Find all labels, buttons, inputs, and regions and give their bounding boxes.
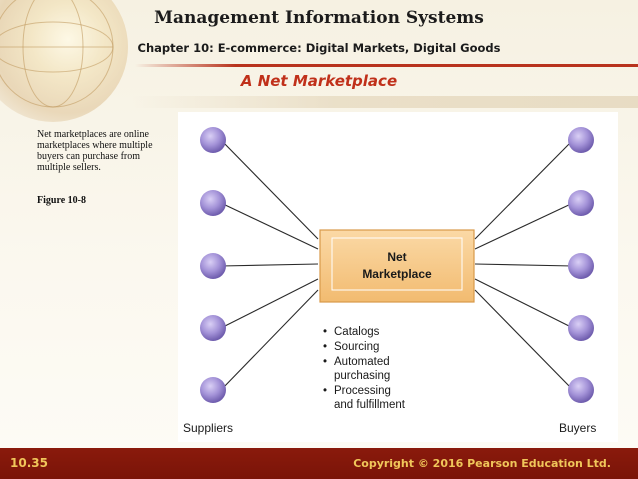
buyer-node <box>568 127 594 153</box>
buyers-label: Buyers <box>559 421 596 435</box>
bullet-dot: • <box>323 326 327 338</box>
connector-lines <box>220 139 574 391</box>
net-marketplace-diagram: Net Marketplace • Catalogs • Sourcing • … <box>183 127 596 435</box>
buyer-node <box>568 190 594 216</box>
supplier-node <box>200 315 226 341</box>
buyer-line-1 <box>474 139 574 240</box>
buyer-line-5 <box>474 289 574 391</box>
feature-item: Processing and fulfillment <box>334 385 406 411</box>
buyer-node <box>568 315 594 341</box>
feature-item-line: Automated <box>334 356 390 368</box>
bullet-dot: • <box>323 356 327 368</box>
feature-item-line: purchasing <box>334 370 390 382</box>
title-band <box>132 96 638 108</box>
copyright-notice: Copyright © 2016 Pearson Education Ltd. <box>353 457 611 470</box>
buyer-line-3 <box>474 263 574 267</box>
feature-item: Sourcing <box>334 341 379 353</box>
supplier-line-3 <box>220 263 319 267</box>
net-marketplace-box: Net Marketplace <box>319 229 475 303</box>
supplier-node <box>200 190 226 216</box>
supplier-node <box>200 377 226 403</box>
supplier-line-4 <box>220 278 319 329</box>
bullet-dot: • <box>323 341 327 353</box>
supplier-nodes <box>200 127 226 403</box>
supplier-line-5 <box>220 289 319 391</box>
suppliers-label: Suppliers <box>183 421 233 435</box>
supplier-line-1 <box>220 139 319 240</box>
supplier-node <box>200 127 226 153</box>
supplier-line-2 <box>220 202 319 250</box>
feature-item-line: and fulfillment <box>334 399 406 411</box>
footer-bar <box>0 448 638 479</box>
figure-label: Figure 10-8 <box>37 195 86 206</box>
slide-title: A Net Marketplace <box>240 72 398 90</box>
feature-list: • Catalogs • Sourcing • Automated purchas… <box>323 326 406 411</box>
bullet-dot: • <box>323 385 327 397</box>
slide-caption: Net marketplaces are online marketplaces… <box>37 129 153 173</box>
feature-item: Automated purchasing <box>334 356 390 382</box>
buyer-nodes <box>568 127 594 403</box>
diagram-panel: Net Marketplace • Catalogs • Sourcing • … <box>178 112 618 442</box>
header-divider <box>135 64 638 67</box>
globe-grid-icon <box>0 0 114 108</box>
course-title: Management Information Systems <box>154 8 484 28</box>
feature-item-line: Processing <box>334 385 391 397</box>
buyer-line-4 <box>474 278 574 329</box>
feature-item: Catalogs <box>334 326 380 338</box>
box-label-line2: Marketplace <box>362 267 432 281</box>
buyer-line-2 <box>474 202 574 250</box>
supplier-node <box>200 253 226 279</box>
buyer-node <box>568 253 594 279</box>
slide-number: 10.35 <box>10 456 48 470</box>
box-label-line1: Net <box>387 250 406 264</box>
buyer-node <box>568 377 594 403</box>
chapter-subtitle: Chapter 10: E-commerce: Digital Markets,… <box>137 41 501 55</box>
